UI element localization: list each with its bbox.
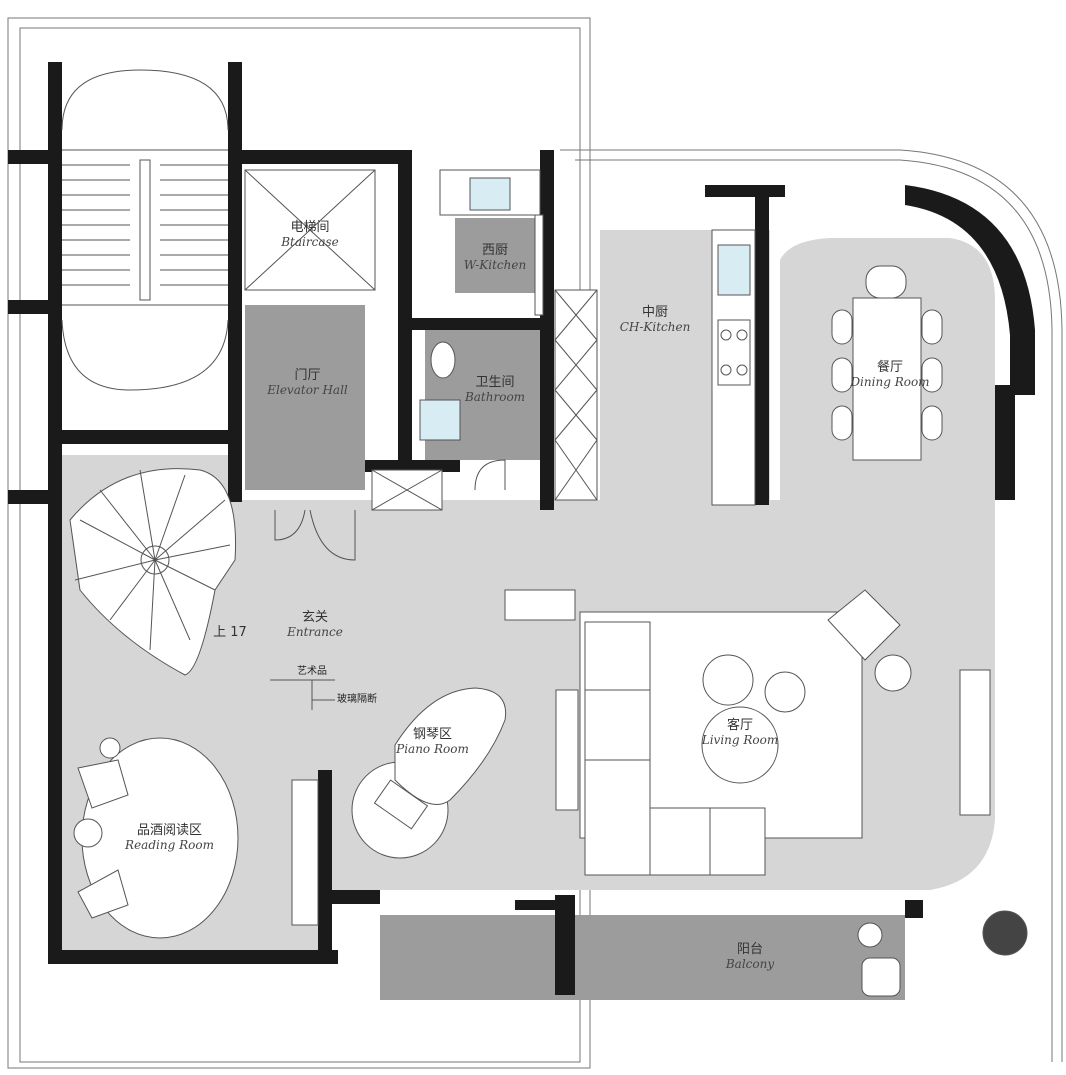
label-ch-kitchen: 中厨 CH-Kitchen: [610, 305, 700, 335]
reading-furniture: [73, 737, 319, 939]
bathroom-en: Bathroom: [464, 390, 526, 404]
label-balcony: 阳台 Balcony: [710, 942, 790, 972]
glass-partition-note: 玻璃隔断: [337, 694, 377, 705]
bathroom-cn: 卫生间: [475, 375, 515, 390]
dining-table: [852, 297, 922, 461]
w-kitchen-sink: [469, 177, 511, 211]
stair-treads: [62, 159, 228, 301]
entrance-cn: 玄关: [301, 610, 328, 625]
label-w-kitchen: 西厨 W-Kitchen: [460, 243, 530, 273]
toilet: [430, 341, 456, 379]
artwork-note: 艺术品: [297, 666, 327, 677]
reading-cn: 品酒阅读区: [136, 823, 202, 838]
cooktop: [717, 319, 751, 386]
label-bathroom: 卫生间 Bathroom: [455, 375, 535, 405]
ch-kitchen-cn: 中厨: [641, 305, 668, 320]
living-en: Living Room: [701, 733, 779, 747]
piano-cn: 钢琴区: [412, 727, 452, 742]
w-kitchen-floor: [455, 218, 535, 293]
balcony-items: [857, 910, 1028, 997]
staircase-cn: 电梯间: [290, 220, 330, 235]
label-entrance: 玄关 Entrance: [275, 610, 355, 640]
w-kitchen-en: W-Kitchen: [463, 258, 527, 272]
elevator: [244, 169, 376, 291]
dining-cn: 餐厅: [876, 360, 903, 375]
balcony-en: Balcony: [725, 957, 775, 971]
label-staircase: 电梯间 Btaircase: [280, 220, 340, 250]
staircase-en: Btaircase: [281, 235, 339, 249]
balcony-floor: [380, 915, 905, 1000]
bathroom-fixtures: [371, 341, 461, 511]
living-furniture: [504, 589, 991, 876]
dining-en: Dining Room: [850, 375, 930, 389]
cabinets: [439, 169, 756, 506]
elevator-hall-floor: [245, 305, 365, 490]
ch-kitchen-en: CH-Kitchen: [619, 320, 691, 334]
walls: [8, 62, 1035, 995]
dining-furniture: [831, 265, 943, 461]
stairs-up-note: 上 17: [213, 625, 247, 640]
label-reading: 品酒阅读区 Reading Room: [112, 823, 227, 853]
elevator-hall-en: Elevator Hall: [267, 383, 348, 397]
piano-en: Piano Room: [396, 742, 469, 756]
entrance-en: Entrance: [287, 625, 343, 639]
piano: [351, 687, 507, 859]
sink: [717, 244, 751, 296]
elevator-hall-cn: 门厅: [294, 368, 321, 383]
label-piano: 钢琴区 Piano Room: [385, 727, 480, 757]
balcony-cn: 阳台: [736, 942, 763, 957]
w-kitchen-cn: 西厨: [481, 243, 508, 258]
spiral-stair: [69, 468, 237, 676]
doors: [270, 459, 506, 710]
living-cn: 客厅: [726, 718, 753, 733]
label-elevator-hall: 门厅 Elevator Hall: [260, 368, 355, 398]
label-dining: 餐厅 Dining Room: [840, 360, 940, 390]
staircase: [61, 69, 229, 391]
label-living: 客厅 Living Room: [690, 718, 790, 748]
reading-en: Reading Room: [125, 838, 214, 852]
